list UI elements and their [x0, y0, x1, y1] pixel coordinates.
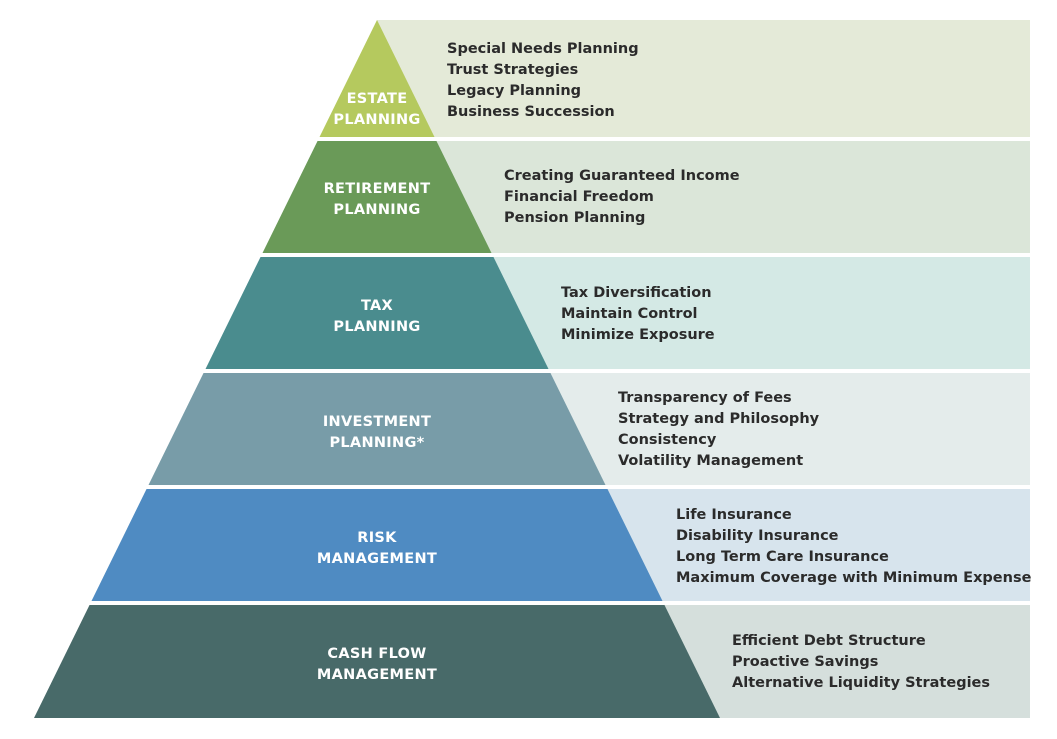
band-level-2 — [436, 141, 1030, 253]
band-level-3 — [493, 257, 1030, 369]
tier-item: Efficient Debt Structure — [732, 633, 926, 649]
tier-item: Consistency — [618, 432, 717, 448]
tier-item: Proactive Savings — [732, 654, 879, 670]
tier-item: Tax Diversification — [561, 285, 712, 301]
tier-item: Financial Freedom — [504, 189, 654, 205]
tier-item: Maximum Coverage with Minimum Expense — [676, 570, 1032, 586]
tier-label-5: RISK MANAGEMENT — [287, 528, 467, 570]
tier-item: Long Term Care Insurance — [676, 549, 889, 565]
tier-label-line: MANAGEMENT — [316, 551, 438, 567]
tier-label-2: RETIREMENT PLANNING — [287, 179, 467, 221]
band-level-5 — [607, 489, 1030, 601]
tier-item: Life Insurance — [676, 507, 792, 523]
tier-item: Business Succession — [447, 104, 615, 120]
tier-label-6: CASH FLOW MANAGEMENT — [287, 644, 467, 686]
tier-item: Minimize Exposure — [561, 327, 715, 343]
tier-label-line: TAX — [360, 298, 394, 314]
pyramid-tier-5 — [91, 489, 663, 601]
tier-item: Special Needs Planning — [447, 41, 639, 57]
tier-label-line: CASH FLOW — [327, 646, 427, 662]
tier-label-line: PLANNING — [333, 112, 421, 128]
tier-label-line: MANAGEMENT — [316, 667, 438, 683]
tier-label-3: TAX PLANNING — [287, 296, 467, 338]
band-level-4 — [550, 373, 1030, 485]
pyramid-tier-2 — [262, 141, 492, 253]
tier-item: Alternative Liquidity Strategies — [732, 675, 991, 691]
tier-item: Volatility Management — [618, 453, 804, 469]
tier-item: Creating Guaranteed Income — [504, 168, 740, 184]
tier-item: Disability Insurance — [676, 528, 839, 544]
tier-label-line: RETIREMENT — [323, 181, 431, 197]
tier-label-line: ESTATE — [346, 91, 408, 107]
pyramid-tier-4 — [148, 373, 606, 485]
tier-label-line: INVESTMENT — [322, 414, 432, 430]
tier-label-1: ESTATE PLANNING — [287, 89, 467, 131]
tier-label-line: PLANNING — [333, 319, 421, 335]
band-level-6 — [664, 605, 1030, 718]
pyramid-tier-1 — [319, 20, 435, 137]
pyramid-tier-3 — [205, 257, 549, 369]
tier-label-4: INVESTMENT PLANNING* — [287, 412, 467, 454]
tier-item: Trust Strategies — [447, 62, 579, 78]
tier-label-line: PLANNING — [333, 202, 421, 218]
pyramid-tier-6 — [34, 605, 720, 718]
tier-item: Maintain Control — [561, 306, 698, 322]
tier-label-line: PLANNING* — [329, 435, 425, 451]
tier-label-line: RISK — [357, 530, 397, 546]
tier-item: Legacy Planning — [447, 83, 582, 99]
tier-item: Pension Planning — [504, 210, 646, 226]
band-level-1 — [377, 20, 1030, 137]
tier-item: Transparency of Fees — [618, 390, 792, 406]
tier-item: Strategy and Philosophy — [618, 411, 820, 427]
